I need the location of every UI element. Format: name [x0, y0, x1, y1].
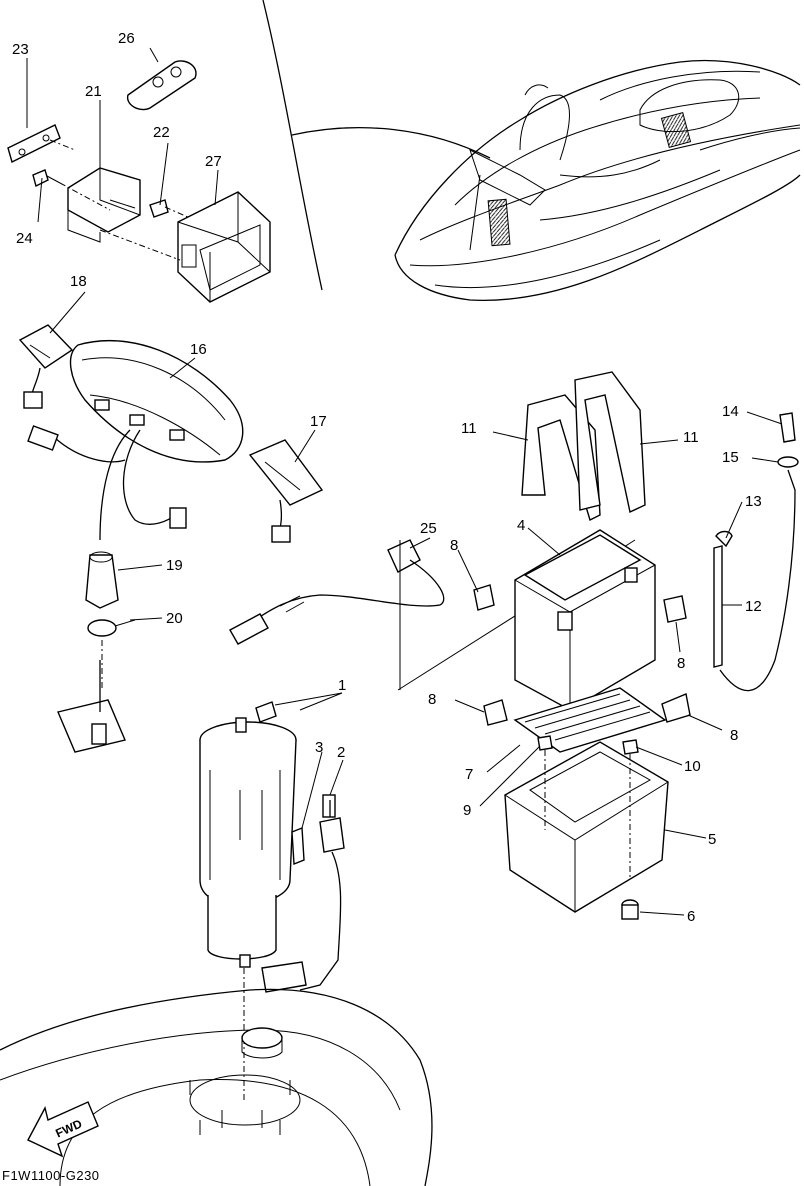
battery-group	[473, 371, 799, 920]
callout-12: 12	[745, 598, 762, 615]
fuel-pump-group	[199, 701, 345, 1100]
callout-8: 8	[730, 727, 738, 744]
callout-14: 14	[722, 403, 739, 420]
leader-line-watercraft	[291, 126, 491, 159]
callout-18: 18	[70, 273, 87, 290]
callout-3: 3	[315, 739, 323, 756]
watercraft-illustration	[394, 59, 801, 302]
callout-11: 11	[683, 429, 699, 446]
callout-1: 1	[338, 677, 346, 694]
leader-lines	[26, 47, 783, 916]
callout-11: 11	[461, 420, 477, 437]
callout-21: 21	[85, 83, 102, 100]
callout-22: 22	[153, 124, 170, 141]
fuel-tank-illustration	[0, 988, 433, 1186]
callout-19: 19	[166, 557, 183, 574]
callout-6: 6	[687, 908, 695, 925]
fwd-arrow: FWD	[27, 1101, 99, 1158]
callout-24: 24	[16, 230, 33, 247]
callout-13: 13	[745, 493, 762, 510]
callout-27: 27	[205, 153, 222, 170]
callout-2: 2	[337, 744, 345, 761]
callout-26: 26	[118, 30, 135, 47]
diagram-code: F1W1100-G230	[2, 1168, 100, 1183]
sensor-cable-group	[229, 539, 445, 645]
callout-labels: 23 21 26 22 27 24 18 16 17 19 20 25 11 1…	[12, 30, 762, 925]
divider-line	[262, 0, 323, 291]
meter-harness-group	[18, 324, 324, 753]
callout-10: 10	[684, 758, 701, 775]
callout-8: 8	[428, 691, 436, 708]
callout-25: 25	[420, 520, 437, 537]
callout-8: 8	[677, 655, 685, 672]
callout-15: 15	[722, 449, 739, 466]
callout-5: 5	[708, 831, 716, 848]
callout-20: 20	[166, 610, 183, 627]
callout-7: 7	[465, 766, 473, 783]
callout-4: 4	[517, 517, 525, 534]
remote-receiver-group	[7, 60, 271, 303]
callout-16: 16	[190, 341, 207, 358]
callout-17: 17	[310, 413, 327, 430]
callout-23: 23	[12, 41, 29, 58]
callout-8: 8	[450, 537, 458, 554]
callout-9: 9	[463, 802, 471, 819]
